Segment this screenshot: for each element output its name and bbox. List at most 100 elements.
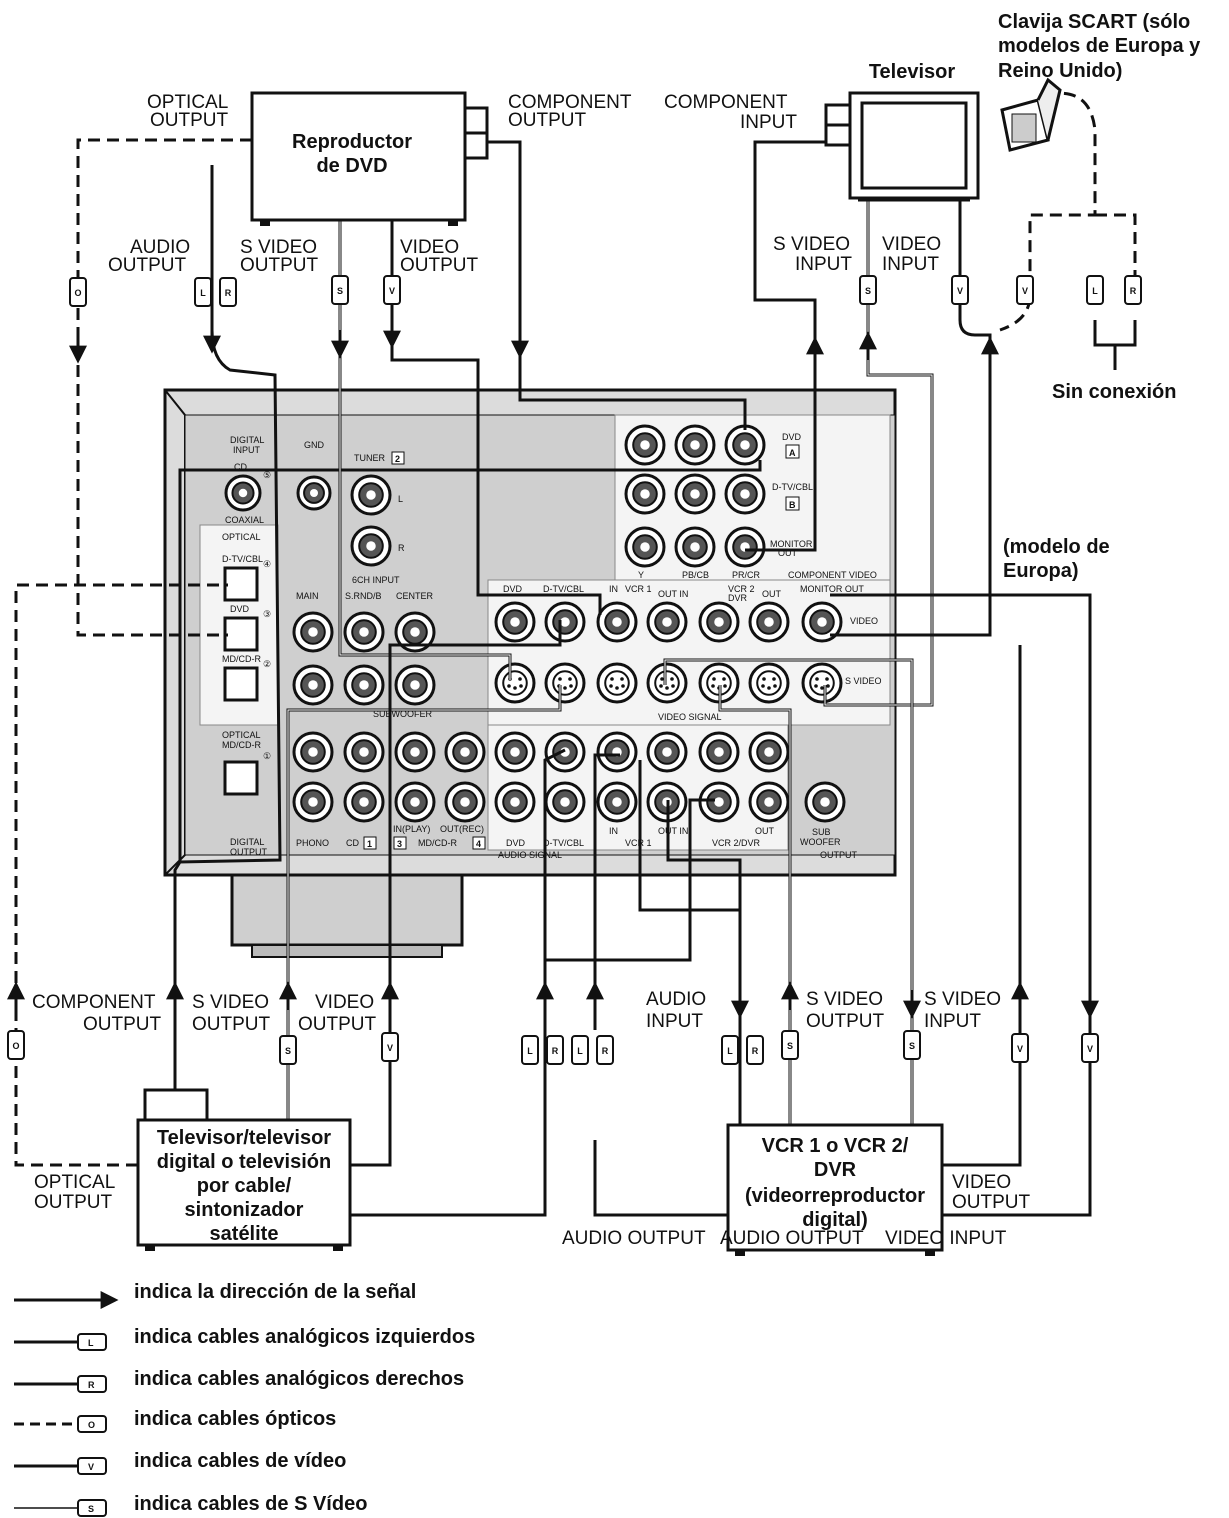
audio-jack-l[interactable] <box>343 731 385 773</box>
audio-jack-l[interactable] <box>292 731 334 773</box>
panel-dtv-cbl: D-TV/CBL <box>222 554 263 564</box>
panel-out-in2: OUT IN <box>658 826 688 836</box>
audio-jack-r[interactable] <box>596 781 638 823</box>
s-video-jack[interactable] <box>646 662 688 704</box>
6ch-jack[interactable] <box>343 664 385 706</box>
video-plug: V <box>1016 275 1034 305</box>
audio-jack-r[interactable] <box>804 781 846 823</box>
label-sat-optical-1: OPTICAL <box>34 1172 115 1193</box>
audio-jack-r[interactable] <box>494 781 536 823</box>
sat-line-3: por cable/ <box>197 1175 292 1197</box>
component-jack[interactable] <box>724 424 766 466</box>
video-plug-letter: V <box>1017 1044 1023 1054</box>
panel-out: OUT <box>762 589 782 599</box>
panel-in: IN <box>609 584 618 594</box>
component-jack[interactable] <box>724 473 766 515</box>
video-jack[interactable] <box>544 601 586 643</box>
label-dvd-svideo-1: S VIDEO <box>240 237 317 258</box>
gnd-jack[interactable] <box>296 475 332 511</box>
video-plug-icon: V <box>14 1457 107 1475</box>
legend: L R O V S indica la dirección de la seña… <box>14 1281 475 1517</box>
vcr-line-2: DVR <box>814 1159 857 1181</box>
video-plug-letter: V <box>957 286 963 296</box>
audio-jack-l[interactable] <box>646 731 688 773</box>
component-jack[interactable] <box>674 424 716 466</box>
panel-monitor-out-1: MONITOR <box>770 539 813 549</box>
6ch-jack[interactable] <box>292 664 334 706</box>
vcr-line-4: digital) <box>802 1209 868 1231</box>
audio-jack-r[interactable] <box>748 781 790 823</box>
audio-jack-r[interactable] <box>444 781 486 823</box>
6ch-jack[interactable] <box>292 611 334 653</box>
optical-plug-letter: O <box>74 288 81 298</box>
panel-n3: 3 <box>397 839 402 849</box>
left-analog-plug-letter: L <box>727 1046 733 1056</box>
audio-jack-r[interactable] <box>544 781 586 823</box>
optical-socket[interactable] <box>223 666 259 702</box>
europe-model-2: Europa) <box>1003 560 1079 582</box>
audio-jack-l[interactable] <box>494 731 536 773</box>
panel-in-play: IN(PLAY) <box>393 824 430 834</box>
video-jack[interactable] <box>494 601 536 643</box>
right-analog-plug-icon: R <box>14 1375 107 1393</box>
signal-arrows <box>7 320 1099 1019</box>
dvd-player: Reproductor de DVD <box>250 91 489 226</box>
panel-gnd: GND <box>304 440 325 450</box>
component-jack[interactable] <box>624 473 666 515</box>
optical-socket[interactable] <box>223 616 259 652</box>
label-dvd-audio-1: AUDIO <box>130 237 190 258</box>
tuner-r-jack[interactable] <box>350 525 392 567</box>
s-video-jack[interactable] <box>698 662 740 704</box>
legend-text-5: indica cables de vídeo <box>134 1450 346 1472</box>
label-vcr-audio-in-2: INPUT <box>646 1011 703 1032</box>
audio-jack-l[interactable] <box>748 731 790 773</box>
6ch-jack[interactable] <box>394 664 436 706</box>
right-analog-plug-letter: R <box>752 1046 759 1056</box>
left-analog-plug-letter: L <box>527 1046 533 1056</box>
video-jack[interactable] <box>801 601 843 643</box>
audio-jack-r[interactable] <box>343 781 385 823</box>
panel-c3: ③ <box>263 609 271 619</box>
s-video-jack[interactable] <box>748 662 790 704</box>
scart-line1: Clavija SCART (sólo <box>998 11 1190 33</box>
label-dvd-optical-1: OPTICAL <box>147 92 228 113</box>
s-video-jack[interactable] <box>494 662 536 704</box>
label-vcr-video-in: VIDEO INPUT <box>885 1228 1007 1249</box>
audio-jack-l[interactable] <box>544 731 586 773</box>
component-jack[interactable] <box>674 473 716 515</box>
video-jack[interactable] <box>596 601 638 643</box>
panel-out-in: OUT IN <box>658 589 688 599</box>
panel-mdcdr2: MD/CD-R <box>418 838 457 848</box>
component-jack[interactable] <box>624 424 666 466</box>
audio-jack-l[interactable] <box>444 731 486 773</box>
component-jack[interactable] <box>674 526 716 568</box>
component-jack[interactable] <box>724 526 766 568</box>
audio-jack-r[interactable] <box>292 781 334 823</box>
s-video-jack[interactable] <box>801 662 843 704</box>
audio-jack-l[interactable] <box>596 731 638 773</box>
component-jack[interactable] <box>624 526 666 568</box>
audio-jack-r[interactable] <box>698 781 740 823</box>
right-analog-plug: R <box>219 277 237 307</box>
audio-jack-l[interactable] <box>394 731 436 773</box>
label-tv-component-1: COMPONENT <box>664 92 788 113</box>
s-video-plug-letter: S <box>337 286 343 296</box>
6ch-jack[interactable] <box>343 611 385 653</box>
s-video-jack[interactable] <box>596 662 638 704</box>
6ch-jack[interactable] <box>394 611 436 653</box>
tuner-l-jack[interactable] <box>350 474 392 516</box>
panel-video-signal: VIDEO SIGNAL <box>658 712 722 722</box>
video-jack[interactable] <box>748 601 790 643</box>
label-vcr-svideo-out-2: OUTPUT <box>806 1011 885 1032</box>
coaxial-jack[interactable] <box>224 474 262 512</box>
video-jack[interactable] <box>698 601 740 643</box>
panel-tuner-r: R <box>398 543 405 553</box>
panel-sub-2: WOOFER <box>800 837 841 847</box>
optical-socket[interactable] <box>223 760 259 796</box>
s-video-jack[interactable] <box>544 662 586 704</box>
audio-jack-r[interactable] <box>394 781 436 823</box>
audio-jack-l[interactable] <box>698 731 740 773</box>
optical-socket[interactable] <box>223 566 259 602</box>
panel-6ch-input: 6CH INPUT <box>352 575 400 585</box>
video-jack[interactable] <box>646 601 688 643</box>
